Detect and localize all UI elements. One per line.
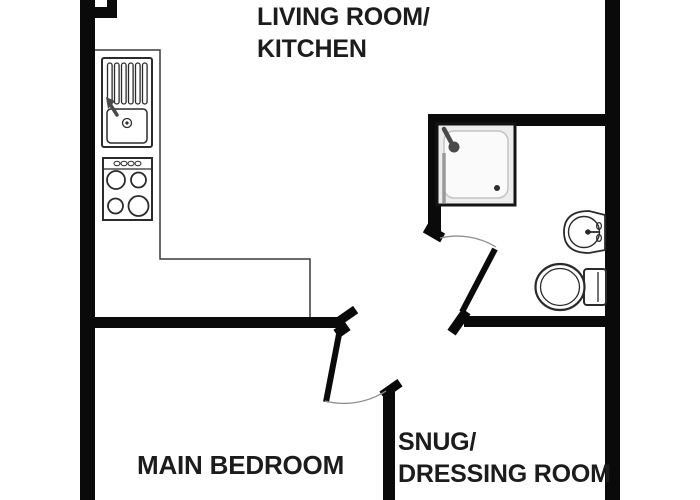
toilet-bowl (534, 262, 586, 312)
shower-head-icon (448, 141, 460, 153)
shower-arm (441, 126, 454, 145)
burner (127, 195, 150, 217)
door-jamb-caps (331, 223, 471, 399)
room-label-living-kitchen: LIVING ROOM/ KITCHEN (257, 1, 430, 65)
bathroom-stub-jamb-cap (422, 223, 446, 243)
sink-basin (106, 108, 148, 144)
stove-control-knobs (113, 160, 142, 167)
wall-snug-divider (383, 391, 395, 500)
bathroom-door-hinge (447, 308, 471, 336)
shower-icon (435, 122, 517, 207)
entry-door-jamb (95, 7, 117, 18)
living-kitchen-line1: LIVING ROOM/ (257, 3, 430, 31)
doors (323, 235, 498, 405)
wall-bedroom-divider (80, 317, 341, 328)
room-label-main-bedroom: MAIN BEDROOM (137, 449, 344, 481)
living-kitchen-line2: KITCHEN (257, 35, 367, 63)
entry-door-jamb-stub (107, 0, 117, 18)
kitchen-sink-with-drainer-icon (101, 57, 153, 148)
snug-line2: DRESSING ROOM (398, 460, 611, 488)
wall-left (80, 0, 95, 500)
toilet-cistern (583, 268, 607, 306)
main-bedroom-text: MAIN BEDROOM (137, 450, 345, 480)
basin-bowl (567, 215, 601, 249)
bathroom-door-leaf (459, 247, 498, 314)
sink-tap-icon (106, 97, 119, 117)
kitchen-worktop-outline (95, 49, 311, 317)
bedroom-door-jamb-cap (331, 305, 359, 329)
walls (80, 0, 620, 500)
shower-drain (494, 185, 500, 191)
burner (106, 170, 126, 190)
wall-bathroom-bottom (464, 316, 605, 327)
bedroom-door-arc (324, 390, 387, 405)
basin-tap-icon (585, 222, 602, 243)
burner (107, 197, 124, 215)
room-label-snug-dressing: SNUG/ DRESSING ROOM (398, 426, 611, 490)
washbasin-icon (563, 210, 606, 254)
snug-line1: SNUG/ (398, 428, 477, 456)
stove-hob-icon (102, 157, 153, 221)
drainer-bars (106, 62, 148, 105)
sink-drain (121, 117, 133, 129)
burner (130, 171, 147, 189)
stove-outline (102, 157, 153, 221)
toilet-bowl-inner (539, 267, 581, 307)
snug-wall-jamb-cap (379, 379, 403, 399)
toilet-icon (534, 262, 607, 312)
wall-right (605, 0, 620, 500)
bathroom-door-arc (439, 235, 497, 248)
bedroom-door-leaf (323, 328, 343, 403)
